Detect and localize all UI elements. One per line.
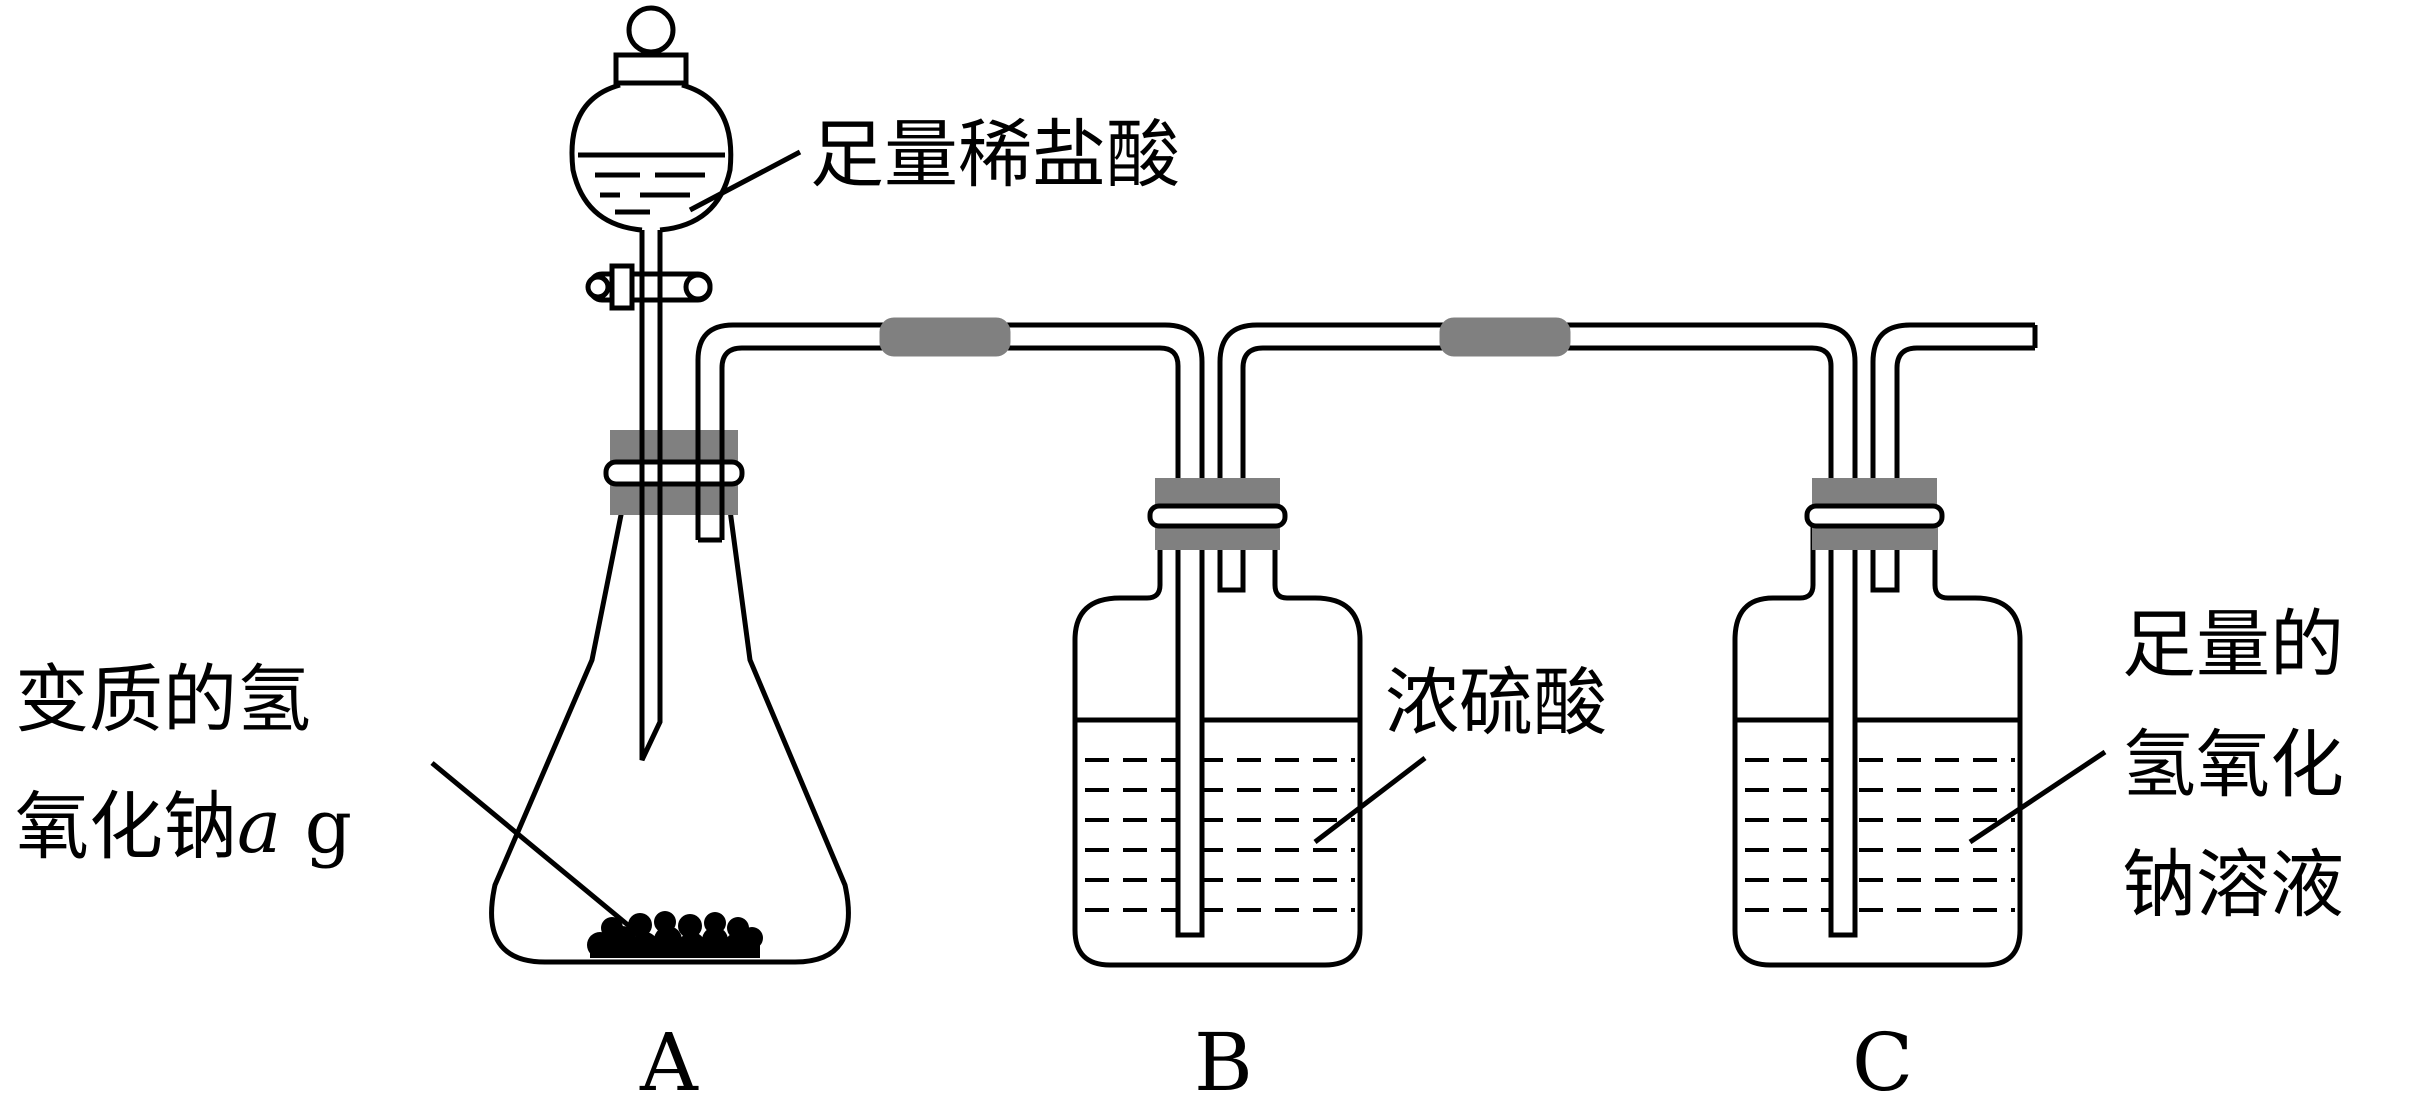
acid-leader xyxy=(688,149,802,213)
sample-label-text: 氧化钠 xyxy=(15,784,237,870)
bottle-b xyxy=(1072,478,1363,968)
liquid-c xyxy=(1745,758,2015,912)
stopper-b xyxy=(1147,478,1288,550)
naoh-label-line1: 足量的 xyxy=(2122,602,2344,688)
leader-lines xyxy=(430,149,2107,937)
sample-label-line2: 氧化钠a g xyxy=(15,784,352,870)
liquid-b xyxy=(1085,758,1355,912)
sample-label-line1: 变质的氢 xyxy=(15,657,311,743)
naoh-label-line2: 氢氧化 xyxy=(2122,722,2344,808)
flask-a xyxy=(489,509,851,965)
stopper-c xyxy=(1804,478,1945,550)
sulfuric-acid-label: 浓硫酸 xyxy=(1385,660,1607,746)
sample-mass-variable: a xyxy=(237,784,281,870)
sample-leader xyxy=(430,761,642,937)
sulfuric-leader xyxy=(1313,756,1427,844)
apparatus-label-b: B xyxy=(1194,1016,1253,1109)
separatory-funnel xyxy=(569,5,734,311)
rubber-connector-ab xyxy=(879,317,1011,357)
acid-label: 足量稀盐酸 xyxy=(810,112,1180,198)
rubber-connectors xyxy=(879,317,1571,357)
naoh-label-line3: 钠溶液 xyxy=(2122,842,2344,928)
apparatus-label-a: A xyxy=(639,1016,699,1109)
sample-mass-unit: g xyxy=(281,784,352,870)
solid-sample xyxy=(587,911,763,958)
apparatus-label-c: C xyxy=(1852,1016,1913,1109)
rubber-connector-bc xyxy=(1439,317,1571,357)
naoh-leader xyxy=(1968,749,2107,845)
bottle-c xyxy=(1732,478,2023,968)
funnel-stem xyxy=(639,230,663,762)
